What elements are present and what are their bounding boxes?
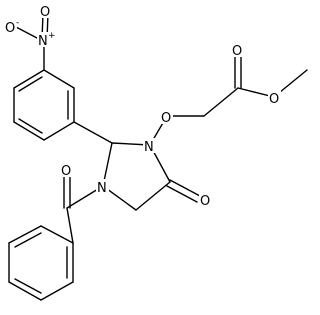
bond-nitrophenyl-3 — [13, 121, 45, 141]
structural-formula: N + O - O N N O O O O O — [4, 3, 308, 301]
bond-nitrophenyl-4 — [43, 121, 75, 141]
bond-phenyl-4 — [8, 281, 42, 301]
atom-nitro-o-minus-charge: - — [16, 18, 19, 28]
bond-n3-c2 — [102, 142, 113, 187]
bond-ch2-cester — [203, 87, 239, 117]
bond-nitrophenyl-6 — [43, 69, 75, 89]
atom-nitro-n: N — [38, 34, 48, 49]
bond-c5-c4 — [135, 181, 171, 211]
bond-phenyl-4-inner — [14, 278, 42, 294]
bond-phenyl-2 — [8, 225, 42, 244]
atom-lactam-o: O — [200, 194, 210, 209]
bond-aryl-c2 — [73, 121, 113, 144]
atom-nitro-o-minus: O — [5, 21, 15, 36]
bond-phenyl-2-inner — [14, 232, 42, 248]
atom-nitro-n-charge: + — [48, 31, 56, 41]
bond-phenyl-1 — [40, 225, 74, 244]
bond-cbenzoyl-phenyl — [66, 207, 74, 244]
atom-ester-o: O — [269, 92, 279, 107]
atom-ring-n1: N — [144, 140, 154, 155]
bond-nitrophenyl-1-inner — [18, 76, 43, 92]
bond-nitrophenyl-3-inner — [18, 118, 43, 134]
atom-labels: N + O - O N N O O O O O — [4, 3, 281, 209]
atom-ether-o: O — [161, 111, 171, 126]
bond-nitrophenyl-1 — [13, 69, 45, 89]
atom-nitro-o: O — [40, 5, 50, 20]
atom-ester-carbonyl-o: O — [232, 44, 242, 59]
atom-benzoyl-o: O — [61, 164, 71, 179]
bond-phenyl-5 — [40, 281, 74, 301]
bond-nitro-n-o-single — [15, 26, 38, 39]
bond-lactam-co-a — [169, 179, 201, 197]
bond-lactam-co-b — [166, 185, 198, 203]
atom-ring-n3: N — [97, 181, 107, 196]
bonds — [8, 12, 308, 301]
